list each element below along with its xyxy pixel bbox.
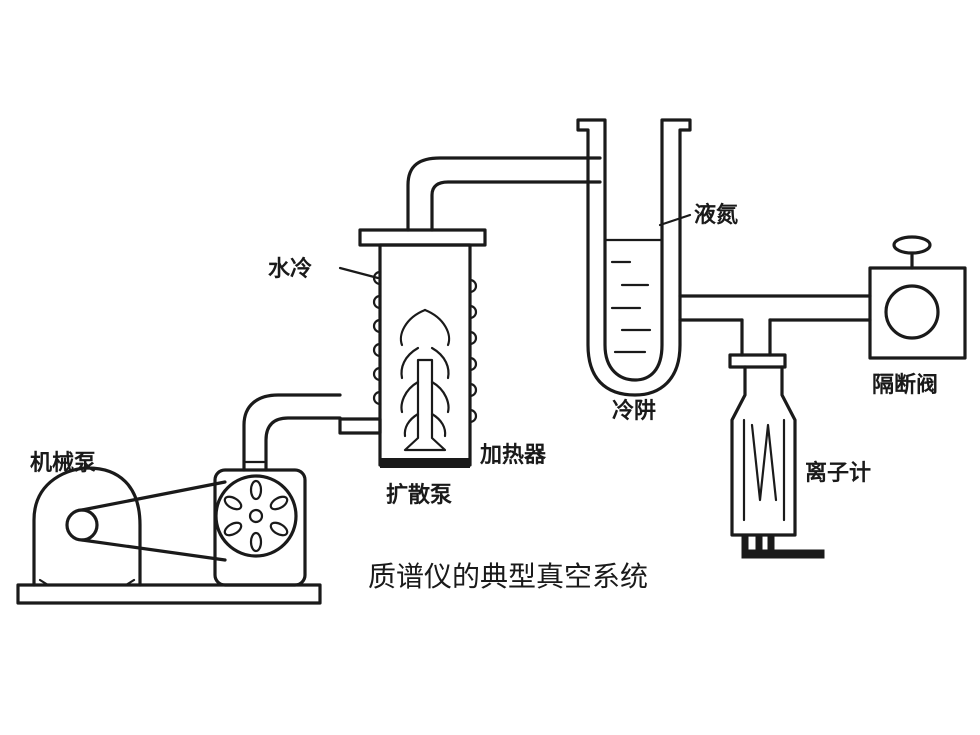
ion-gauge: 离子计: [728, 353, 871, 559]
water-cooling-leader: [338, 266, 380, 280]
label-liquid-nitrogen: 液氮: [694, 202, 738, 228]
drive-belt-bottom: [80, 538, 227, 562]
isolation-valve-body: [868, 266, 967, 360]
ion-gauge-electrodes: [742, 418, 786, 522]
vapor-jet-stack: [399, 308, 451, 452]
ion-gauge-leads: [741, 534, 825, 559]
label-ion-gauge: 离子计: [805, 460, 871, 486]
label-mechanical-pump: 机械泵: [30, 451, 96, 476]
diagram-caption: 质谱仪的典型真空系统: [368, 560, 648, 593]
water-cooling-coils: [372, 270, 478, 424]
diffusion-pump-top-flange: [358, 228, 487, 247]
mechanical-pump-assembly: 机械泵: [16, 451, 322, 605]
label-water-cooling: 水冷: [268, 256, 312, 282]
rotary-pump-body: [213, 468, 307, 587]
isolation-valve-port: [884, 284, 940, 340]
motor-foot-right: [124, 578, 136, 587]
motor-pulley: [65, 508, 99, 542]
ion-gauge-bulb: [730, 365, 797, 537]
machine-base-plate: [16, 583, 322, 605]
motor-body: [32, 466, 142, 587]
valve-handwheel: [892, 235, 932, 255]
label-isolation-valve: 隔断阀: [872, 372, 938, 398]
diffusion-pump-body: [378, 243, 472, 467]
label-diffusion-pump: 扩散泵: [386, 483, 452, 508]
heater-plate: [380, 458, 470, 468]
liquid-nitrogen-fill: [610, 260, 652, 354]
motor-foot-left: [38, 578, 50, 587]
diffusion-pump: 水冷 加热器 扩散泵: [268, 228, 547, 508]
label-heater: 加热器: [479, 442, 547, 468]
manifold-pipe: [678, 294, 872, 357]
cold-trap: 液氮 冷阱: [576, 118, 738, 424]
foreline-pipe: [242, 393, 382, 472]
liquid-nitrogen-leader: [658, 213, 692, 227]
isolation-valve: 隔断阀: [868, 235, 967, 398]
label-cold-trap: 冷阱: [612, 398, 656, 424]
high-vacuum-pipe: [406, 156, 602, 232]
ion-gauge-flange: [728, 353, 787, 369]
rotary-pump-vanes: [223, 479, 289, 553]
drive-belt-top: [80, 480, 227, 512]
rotary-pump-wheel: [214, 474, 298, 558]
